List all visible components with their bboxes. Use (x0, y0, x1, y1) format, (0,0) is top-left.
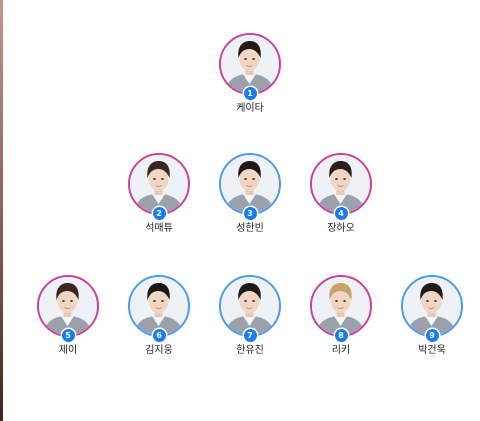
member-name: 석매튜 (145, 223, 173, 234)
avatar-frame: 3 (219, 153, 281, 220)
rank-badge: 6 (152, 329, 166, 342)
member-card[interactable]: 1 케이타 (205, 33, 295, 115)
avatar-frame: 6 (128, 275, 190, 342)
avatar (310, 275, 372, 337)
avatar-frame: 2 (128, 153, 190, 220)
member-card[interactable]: 3 성한빈 (205, 153, 295, 235)
portrait-photo (39, 277, 96, 334)
rank-badge: 7 (243, 329, 257, 342)
avatar (128, 275, 190, 337)
member-name: 성한빈 (236, 223, 264, 234)
member-name: 한유진 (236, 345, 264, 356)
member-card[interactable]: 2 석매튜 (114, 153, 204, 235)
portrait-photo (130, 277, 187, 334)
avatar-frame: 1 (219, 33, 281, 100)
member-card[interactable]: 5 제이 (23, 275, 113, 357)
member-card[interactable]: 6 김지웅 (114, 275, 204, 357)
portrait-photo (312, 155, 369, 212)
avatar-frame: 5 (37, 275, 99, 342)
avatar (219, 275, 281, 337)
avatar (219, 153, 281, 215)
portrait-photo (130, 155, 187, 212)
member-name: 제이 (58, 345, 78, 356)
member-name: 리키 (331, 345, 351, 356)
avatar (401, 275, 463, 337)
rank-badge: 5 (61, 329, 75, 342)
avatar (128, 153, 190, 215)
member-name: 케이타 (236, 103, 264, 114)
member-name: 박건욱 (418, 345, 446, 356)
member-name: 김지웅 (145, 345, 173, 356)
portrait-photo (221, 155, 278, 212)
portrait-photo (312, 277, 369, 334)
portrait-photo (221, 35, 278, 92)
member-card[interactable]: 8 리키 (296, 275, 386, 357)
rank-badge: 4 (334, 207, 348, 220)
avatar (310, 153, 372, 215)
rank-badge: 1 (243, 87, 257, 100)
rank-badge: 9 (425, 329, 439, 342)
avatar-frame: 4 (310, 153, 372, 220)
left-edge-bar (0, 0, 3, 421)
avatar (219, 33, 281, 95)
avatar-frame: 9 (401, 275, 463, 342)
member-name: 장하오 (327, 223, 355, 234)
member-card[interactable]: 9 박건욱 (387, 275, 477, 357)
portrait-photo (403, 277, 460, 334)
rank-badge: 3 (243, 207, 257, 220)
avatar-frame: 8 (310, 275, 372, 342)
rank-badge: 2 (152, 207, 166, 220)
member-card[interactable]: 4 장하오 (296, 153, 386, 235)
portrait-photo (221, 277, 278, 334)
avatar-frame: 7 (219, 275, 281, 342)
rank-badge: 8 (334, 329, 348, 342)
member-card[interactable]: 7 한유진 (205, 275, 295, 357)
avatar (37, 275, 99, 337)
